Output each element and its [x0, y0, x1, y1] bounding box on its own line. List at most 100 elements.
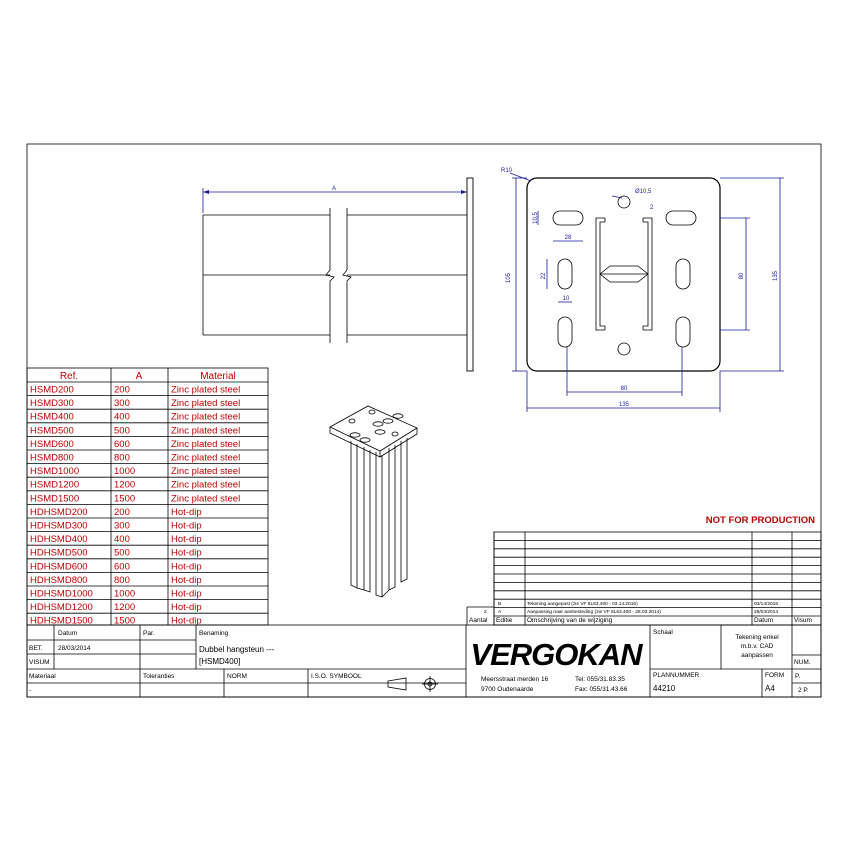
- col-header-ref: Ref.: [60, 371, 78, 382]
- plannummer-label: PLANNUMMER: [653, 672, 700, 679]
- bet-label: BET.: [29, 645, 43, 652]
- table-cell-a: 200: [114, 385, 130, 396]
- dim-80-h: 80: [621, 386, 628, 392]
- bet-date: 28/03/2014: [58, 645, 91, 652]
- table-cell-ref: HDHSMD500: [30, 548, 88, 559]
- table-cell-ref: HDHSMD600: [30, 561, 88, 572]
- materiaal-label: Materiaal: [29, 673, 56, 680]
- table-cell-a: 1200: [114, 602, 135, 613]
- table-cell-a: 800: [114, 575, 130, 586]
- visum-label: VISUM: [29, 659, 50, 666]
- slot-bottom-right: [675, 316, 691, 348]
- rev-b-description: Tekening aangepast (zie VF 8L63.400 - 03…: [527, 601, 638, 607]
- table-cell-material: Zinc plated steel: [171, 425, 240, 436]
- table-cell-material: Hot-dip: [171, 616, 202, 627]
- rev-b-index: B: [498, 601, 501, 607]
- table-cell-material: Zinc plated steel: [171, 480, 240, 491]
- table-cell-material: Hot-dip: [171, 507, 202, 518]
- materiaal-value: -: [29, 687, 31, 694]
- slot-mid-left: [557, 258, 573, 290]
- datum-label: Datum: [58, 630, 77, 637]
- dim-22: 22: [541, 272, 547, 279]
- table-cell-ref: HSMD500: [30, 425, 74, 436]
- bottom-hole: [617, 342, 631, 356]
- dim-135-h: 135: [619, 402, 630, 408]
- table-cell-material: Zinc plated steel: [171, 466, 240, 477]
- dim-10-5: 10,5: [533, 212, 539, 224]
- schaal-label: Schaal: [653, 629, 673, 636]
- rev-a-date: 28/03/2014: [754, 609, 778, 615]
- dim-2: 2: [650, 205, 654, 211]
- rev-header-visum: Visum: [794, 617, 812, 624]
- col-header-material: Material: [200, 371, 236, 382]
- revision-block: B Tekening aangepast (zie VF 8L63.400 - …: [466, 531, 822, 626]
- table-cell-ref: HDHSMD200: [30, 507, 88, 518]
- table-cell-a: 400: [114, 412, 130, 423]
- table-cell-ref: HDHSMD1500: [30, 616, 93, 627]
- table-cell-material: Zinc plated steel: [171, 493, 240, 504]
- table-cell-ref: HSMD1200: [30, 480, 79, 491]
- table-cell-a: 400: [114, 534, 130, 545]
- dim-10: 10: [563, 296, 570, 302]
- company-logo: VERGOKAN: [470, 637, 643, 672]
- dim-135-v: 135: [773, 270, 779, 281]
- table-cell-material: Hot-dip: [171, 548, 202, 559]
- benaming-label: Benaming: [199, 630, 229, 637]
- col-header-a: A: [136, 371, 143, 382]
- table-cell-ref: HSMD1500: [30, 493, 79, 504]
- table-cell-material: Hot-dip: [171, 521, 202, 532]
- table-cell-ref: HSMD800: [30, 453, 74, 464]
- plate-view: 105 80 135 80 135 10,5 28 22 10: [501, 168, 784, 412]
- company-tel: Tel: 055/31.83.35: [575, 676, 625, 683]
- table-cell-ref: HSMD300: [30, 398, 74, 409]
- table-cell-ref: HSMD600: [30, 439, 74, 450]
- table-cell-a: 1500: [114, 493, 135, 504]
- table-cell-ref: HDHSMD1200: [30, 602, 93, 613]
- cad-note-line2: m.b.v. CAD: [741, 643, 774, 650]
- drawing-frame: [26, 143, 822, 698]
- table-cell-material: Zinc plated steel: [171, 385, 240, 396]
- table-cell-ref: HSMD400: [30, 412, 74, 423]
- table-cell-material: Hot-dip: [171, 602, 202, 613]
- company-fax: Fax: 055/31.43.66: [575, 686, 628, 693]
- table-cell-material: Zinc plated steel: [171, 439, 240, 450]
- slot-bottom-left: [557, 316, 573, 348]
- not-for-production-notice: NOT FOR PRODUCTION: [706, 515, 815, 526]
- slot-mid-right: [675, 258, 691, 290]
- table-cell-material: Zinc plated steel: [171, 453, 240, 464]
- table-cell-ref: HDHSMD400: [30, 534, 88, 545]
- rev-header-omschrijving: Omschrijving van de wijziging: [527, 617, 613, 624]
- projection-symbol-icon: [387, 676, 438, 692]
- dim-80-v: 80: [739, 272, 745, 279]
- table-cell-material: Hot-dip: [171, 575, 202, 586]
- title-block: Datum Par. Benaming BET. 28/03/2014 VISU…: [26, 624, 822, 698]
- table-cell-a: 1000: [114, 589, 135, 600]
- table-cell-a: 1200: [114, 480, 135, 491]
- table-cell-ref: HDHSMD300: [30, 521, 88, 532]
- p-label: P.: [795, 673, 800, 680]
- rev-aantal-value: 2: [484, 609, 487, 615]
- page-value: 2 P.: [798, 687, 809, 694]
- table-cell-ref: HSMD200: [30, 385, 74, 396]
- company-address-1: Meersstraat merden 16: [481, 676, 549, 683]
- rev-header-datum: Datum: [754, 617, 773, 624]
- table-cell-a: 1000: [114, 466, 135, 477]
- cad-note-line1: Tekening enkel: [735, 634, 779, 641]
- table-cell-ref: HDHSMD1000: [30, 589, 93, 600]
- dim-radius: R10: [501, 168, 513, 174]
- table-cell-a: 600: [114, 439, 130, 450]
- toleranties-label: Toleranties: [143, 673, 175, 680]
- dim-hole-dia: Ø10,5: [635, 189, 652, 195]
- dim-a-label: A: [332, 186, 336, 192]
- rev-a-index: A: [498, 609, 502, 615]
- table-cell-material: Zinc plated steel: [171, 412, 240, 423]
- norm-label: NORM: [227, 673, 247, 680]
- rev-b-date: 03/14/2016: [754, 601, 778, 607]
- table-cell-material: Hot-dip: [171, 534, 202, 545]
- table-cell-material: Hot-dip: [171, 589, 202, 600]
- slot-top-right: [665, 210, 697, 226]
- drawing-title-line2: [HSMD400]: [199, 657, 240, 666]
- base-plate-edge: [466, 177, 474, 372]
- iso-symbol-label: I.S.O. SYMBOOL: [311, 673, 362, 680]
- par-label: Par.: [143, 630, 155, 637]
